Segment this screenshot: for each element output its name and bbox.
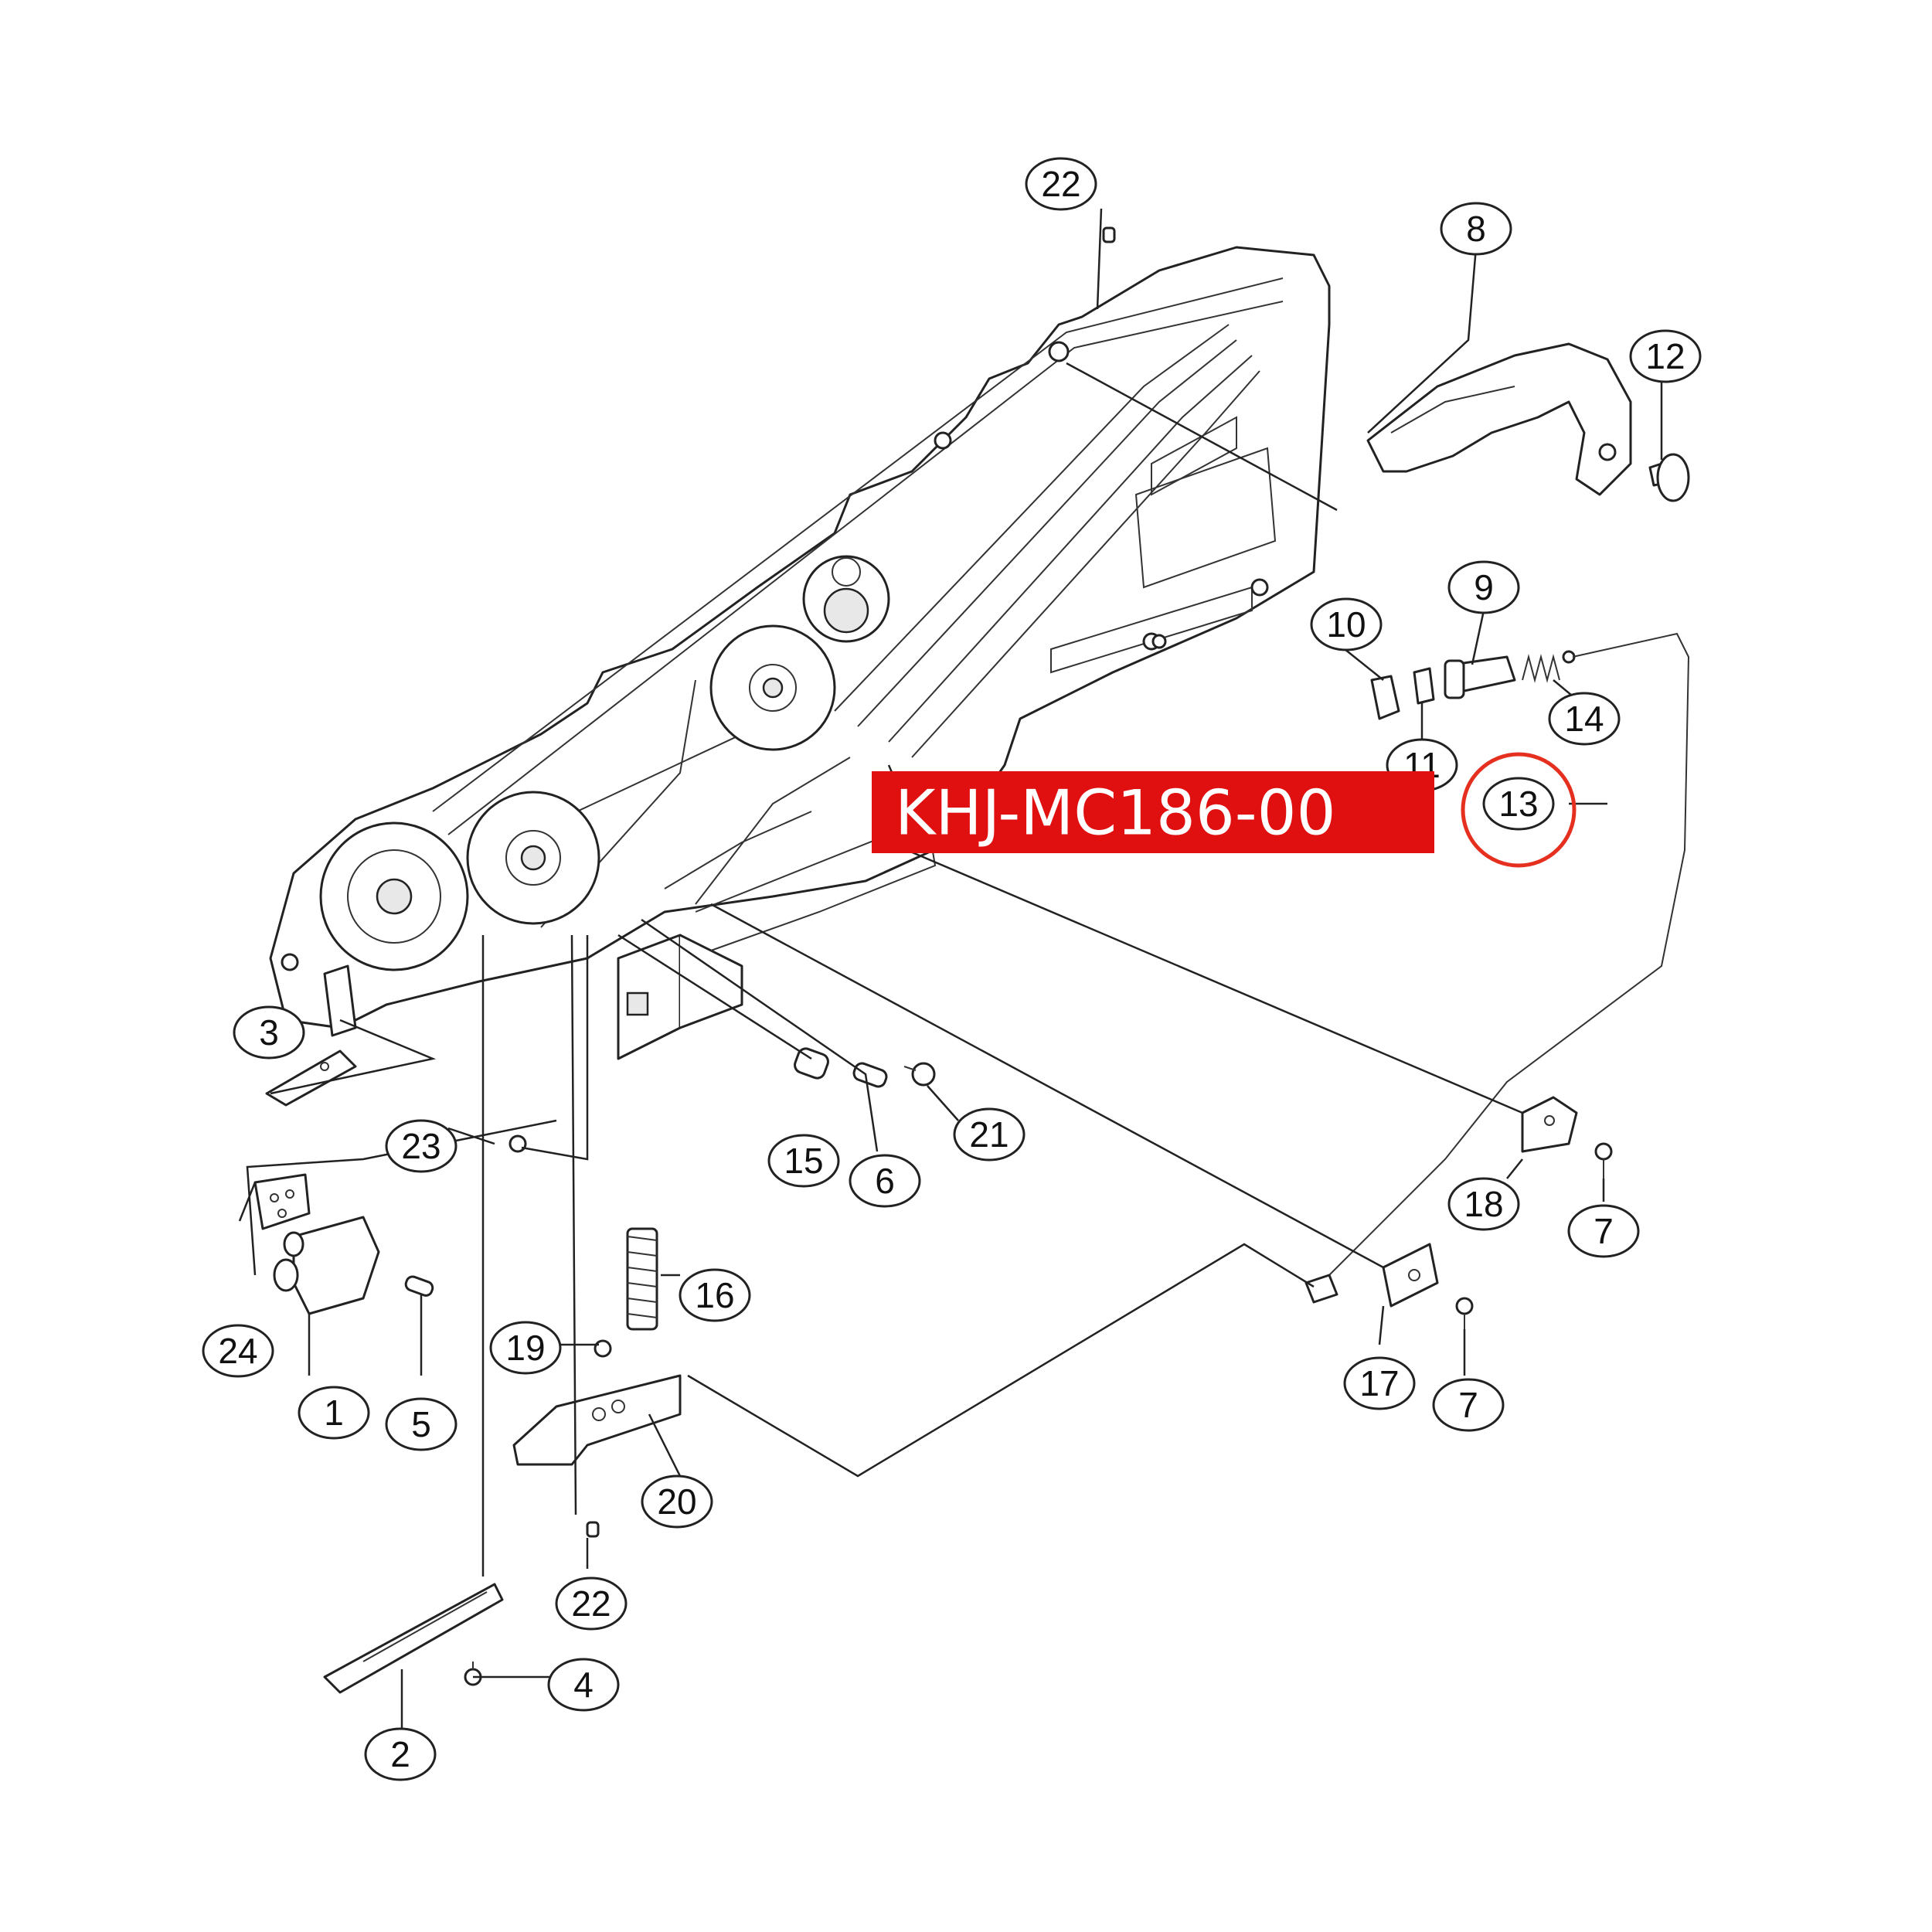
part-22-upper <box>1102 226 1116 243</box>
part-18-bracket <box>1521 1096 1578 1153</box>
part-number-label: KHJ-MC186-00 <box>872 771 1434 853</box>
svg-text:17: 17 <box>1359 1363 1399 1403</box>
part-9-pin <box>1444 655 1516 699</box>
part-13-wire <box>1304 632 1690 1304</box>
part-12-knob <box>1648 453 1690 502</box>
callout-1: 1 <box>298 1386 370 1440</box>
feeder-main-body <box>269 246 1331 1060</box>
part-2-blade <box>323 1583 504 1694</box>
svg-text:19: 19 <box>505 1328 545 1368</box>
svg-text:13: 13 <box>1498 784 1538 824</box>
part-1-block <box>273 1216 380 1315</box>
svg-text:2: 2 <box>390 1734 410 1774</box>
callout-6: 6 <box>849 1154 921 1208</box>
callout-18: 18 <box>1447 1177 1520 1231</box>
part-19-ering <box>594 1339 612 1358</box>
svg-text:20: 20 <box>657 1481 696 1522</box>
part-6-pin <box>852 1062 888 1088</box>
callout-10: 10 <box>1310 597 1383 651</box>
leader-lines <box>238 208 1663 1731</box>
callout-14: 14 <box>1548 692 1621 746</box>
svg-text:KHJ-MC186-00: KHJ-MC186-00 <box>895 777 1335 849</box>
svg-text:23: 23 <box>401 1126 440 1166</box>
callout-2: 2 <box>364 1727 437 1781</box>
part-14-spring <box>1522 650 1576 683</box>
part-7-screw-upper <box>1594 1142 1613 1179</box>
callout-15: 15 <box>767 1134 840 1188</box>
callout-12: 12 <box>1629 329 1702 383</box>
part-11-clip <box>1413 667 1435 705</box>
svg-text:7: 7 <box>1458 1385 1478 1425</box>
svg-text:4: 4 <box>573 1665 594 1705</box>
svg-text:3: 3 <box>259 1012 279 1053</box>
callout-22-upper: 22 <box>1025 157 1097 211</box>
callout-13: 13 <box>1482 777 1555 831</box>
svg-text:22: 22 <box>571 1583 611 1624</box>
callout-8: 8 <box>1440 202 1512 256</box>
svg-text:18: 18 <box>1464 1184 1503 1224</box>
part-4-screw <box>464 1662 482 1686</box>
part-21-screw <box>903 1062 936 1087</box>
svg-text:24: 24 <box>218 1331 257 1371</box>
svg-text:22: 22 <box>1041 164 1080 204</box>
part-3-tip <box>265 1049 357 1107</box>
svg-text:9: 9 <box>1474 567 1494 607</box>
svg-text:14: 14 <box>1564 699 1604 739</box>
svg-text:5: 5 <box>411 1404 431 1444</box>
svg-text:1: 1 <box>324 1393 344 1433</box>
callout-3: 3 <box>233 1005 305 1060</box>
callout-21: 21 <box>953 1107 1026 1162</box>
callout-22-lower: 22 <box>555 1577 628 1631</box>
callout-17: 17 <box>1343 1356 1416 1410</box>
svg-text:7: 7 <box>1594 1211 1614 1251</box>
part-24-plate <box>253 1173 311 1230</box>
callout-19: 19 <box>489 1321 562 1375</box>
callout-23: 23 <box>385 1119 457 1173</box>
callout-24: 24 <box>202 1324 274 1378</box>
callout-5: 5 <box>385 1397 457 1451</box>
callout-4: 4 <box>547 1658 620 1712</box>
callout-7-lower: 7 <box>1432 1378 1505 1432</box>
part-23-screw <box>509 1134 527 1153</box>
svg-text:21: 21 <box>969 1114 1009 1155</box>
svg-text:10: 10 <box>1326 604 1366 645</box>
callout-16: 16 <box>679 1268 751 1322</box>
part-8-lever-arm <box>1366 342 1632 496</box>
svg-text:12: 12 <box>1645 336 1685 376</box>
part-20-lever <box>512 1374 682 1466</box>
part-17-bracket <box>1382 1243 1439 1308</box>
callout-7-upper: 7 <box>1567 1204 1640 1258</box>
svg-text:15: 15 <box>784 1141 823 1181</box>
part-15-pin <box>794 1047 829 1080</box>
svg-text:6: 6 <box>875 1161 895 1201</box>
callout-labels: 1 2 3 4 5 6 7 7 8 9 10 11 12 13 14 15 16… <box>202 157 1702 1781</box>
callout-20: 20 <box>641 1475 713 1529</box>
callout-13-highlight-ring <box>1461 752 1577 868</box>
part-5-screw <box>404 1275 434 1297</box>
part-16-spring <box>626 1227 658 1331</box>
part-7-screw-lower <box>1455 1297 1474 1329</box>
part-22-lower <box>586 1521 600 1538</box>
part-10-clip <box>1370 675 1400 720</box>
callout-9: 9 <box>1447 560 1520 614</box>
svg-text:16: 16 <box>695 1275 734 1315</box>
svg-text:8: 8 <box>1466 209 1486 249</box>
